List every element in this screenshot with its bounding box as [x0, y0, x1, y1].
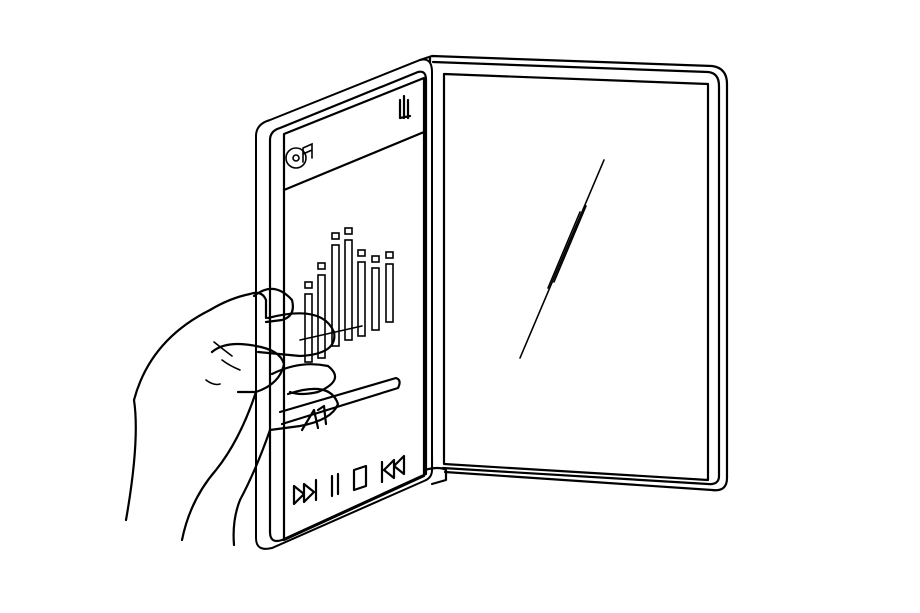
right-panel — [418, 54, 729, 492]
screen-glare-icon — [519, 159, 605, 359]
pause-icon[interactable] — [330, 472, 340, 498]
left-screen — [282, 76, 426, 542]
equalizer — [304, 227, 394, 363]
equalizer-bar — [385, 263, 394, 323]
right-screen — [442, 72, 710, 482]
equalizer-peak — [331, 232, 340, 240]
status-divider — [282, 130, 426, 192]
equalizer-peak — [385, 251, 394, 259]
equalizer-peak — [357, 249, 366, 257]
left-panel — [255, 58, 448, 550]
equalizer-bar — [357, 261, 366, 337]
equalizer-bar — [304, 293, 313, 363]
equalizer-bar — [331, 244, 340, 347]
rewind-icon[interactable] — [380, 454, 406, 484]
equalizer-bar — [371, 267, 380, 331]
equalizer-peak — [317, 262, 326, 270]
music-disc-icon — [285, 142, 313, 169]
signal-bars-icon — [398, 94, 412, 120]
stop-icon[interactable] — [352, 464, 368, 492]
equalizer-peak — [304, 281, 313, 289]
equalizer-peak — [371, 255, 380, 263]
fast-forward-icon[interactable] — [292, 478, 318, 506]
hand — [124, 287, 363, 547]
equalizer-bar — [344, 239, 353, 341]
equalizer-peak — [344, 227, 353, 235]
